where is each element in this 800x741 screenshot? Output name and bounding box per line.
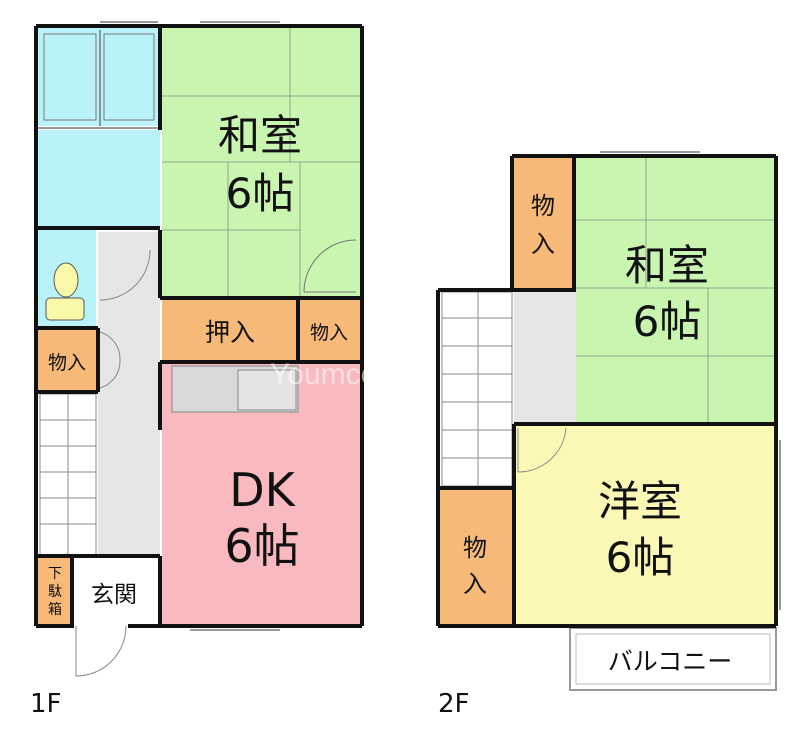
monoire-left-2f xyxy=(440,488,512,624)
tatami-lines-2f xyxy=(576,158,774,424)
walls-1f xyxy=(34,24,364,628)
toilet-icon xyxy=(45,262,85,321)
monoire-top-1f-label: 物入 xyxy=(310,322,348,344)
washroom xyxy=(38,130,160,228)
monoire-top-2f-char-2: 入 xyxy=(531,230,555,258)
shoe-box-char-1: 下 xyxy=(48,566,62,582)
monoire-left-1f xyxy=(38,330,96,392)
dk-1f-size: 6帖 xyxy=(224,519,299,573)
oshiire-1f-label: 押入 xyxy=(205,318,255,347)
shoe-box-char-3: 箱 xyxy=(48,602,62,618)
washitsu-2f-size: 6帖 xyxy=(633,297,702,346)
washitsu-2f xyxy=(576,158,774,424)
yoshitsu-2f xyxy=(514,424,774,624)
entrance-door-swing xyxy=(75,625,127,677)
bath-area xyxy=(38,28,160,126)
genkan-label: 玄関 xyxy=(91,582,137,608)
yoshitsu-2f-name: 洋室 xyxy=(598,477,682,526)
monoire-left-2f-char-1: 物 xyxy=(463,534,487,562)
watermark: Youmco.g p xyxy=(270,358,427,391)
hallway-2f xyxy=(514,290,576,424)
monoire-top-1f xyxy=(298,298,360,362)
shoe-box-1f xyxy=(38,558,72,624)
monoire-left-1f-label: 物入 xyxy=(48,352,86,374)
floor-2f-label: 2F xyxy=(438,689,470,719)
washitsu-1f xyxy=(162,28,360,298)
floor-1f-label: 1F xyxy=(30,689,62,719)
balcony xyxy=(569,627,777,691)
washitsu-1f-name: 和室 xyxy=(218,111,302,160)
monoire-left-2f-char-2: 入 xyxy=(463,570,487,598)
washitsu-2f-name: 和室 xyxy=(625,241,709,290)
floor-2f: 物 入 和室 6帖 物 入 洋室 6帖 バルコニー 2F xyxy=(436,151,781,719)
floor-1f: 和室 6帖 押入 物入 物入 DK 6帖 玄関 下 駄 箱 1F xyxy=(30,21,364,719)
monoire-top-2f-char-1: 物 xyxy=(531,192,555,220)
shoe-box-char-2: 駄 xyxy=(48,584,62,600)
stairs-2f xyxy=(441,291,513,487)
oshiire-1f xyxy=(162,298,298,362)
dk-1f-name: DK xyxy=(229,463,296,517)
stairs-1f xyxy=(39,393,97,557)
balcony-label: バルコニー xyxy=(608,647,733,676)
tatami-lines-1f xyxy=(162,28,360,298)
monoire-top-2f xyxy=(514,158,574,288)
walls-2f xyxy=(436,154,778,628)
hallway-1f xyxy=(98,232,160,558)
washitsu-1f-size: 6帖 xyxy=(226,169,295,218)
yoshitsu-2f-size: 6帖 xyxy=(606,533,675,582)
